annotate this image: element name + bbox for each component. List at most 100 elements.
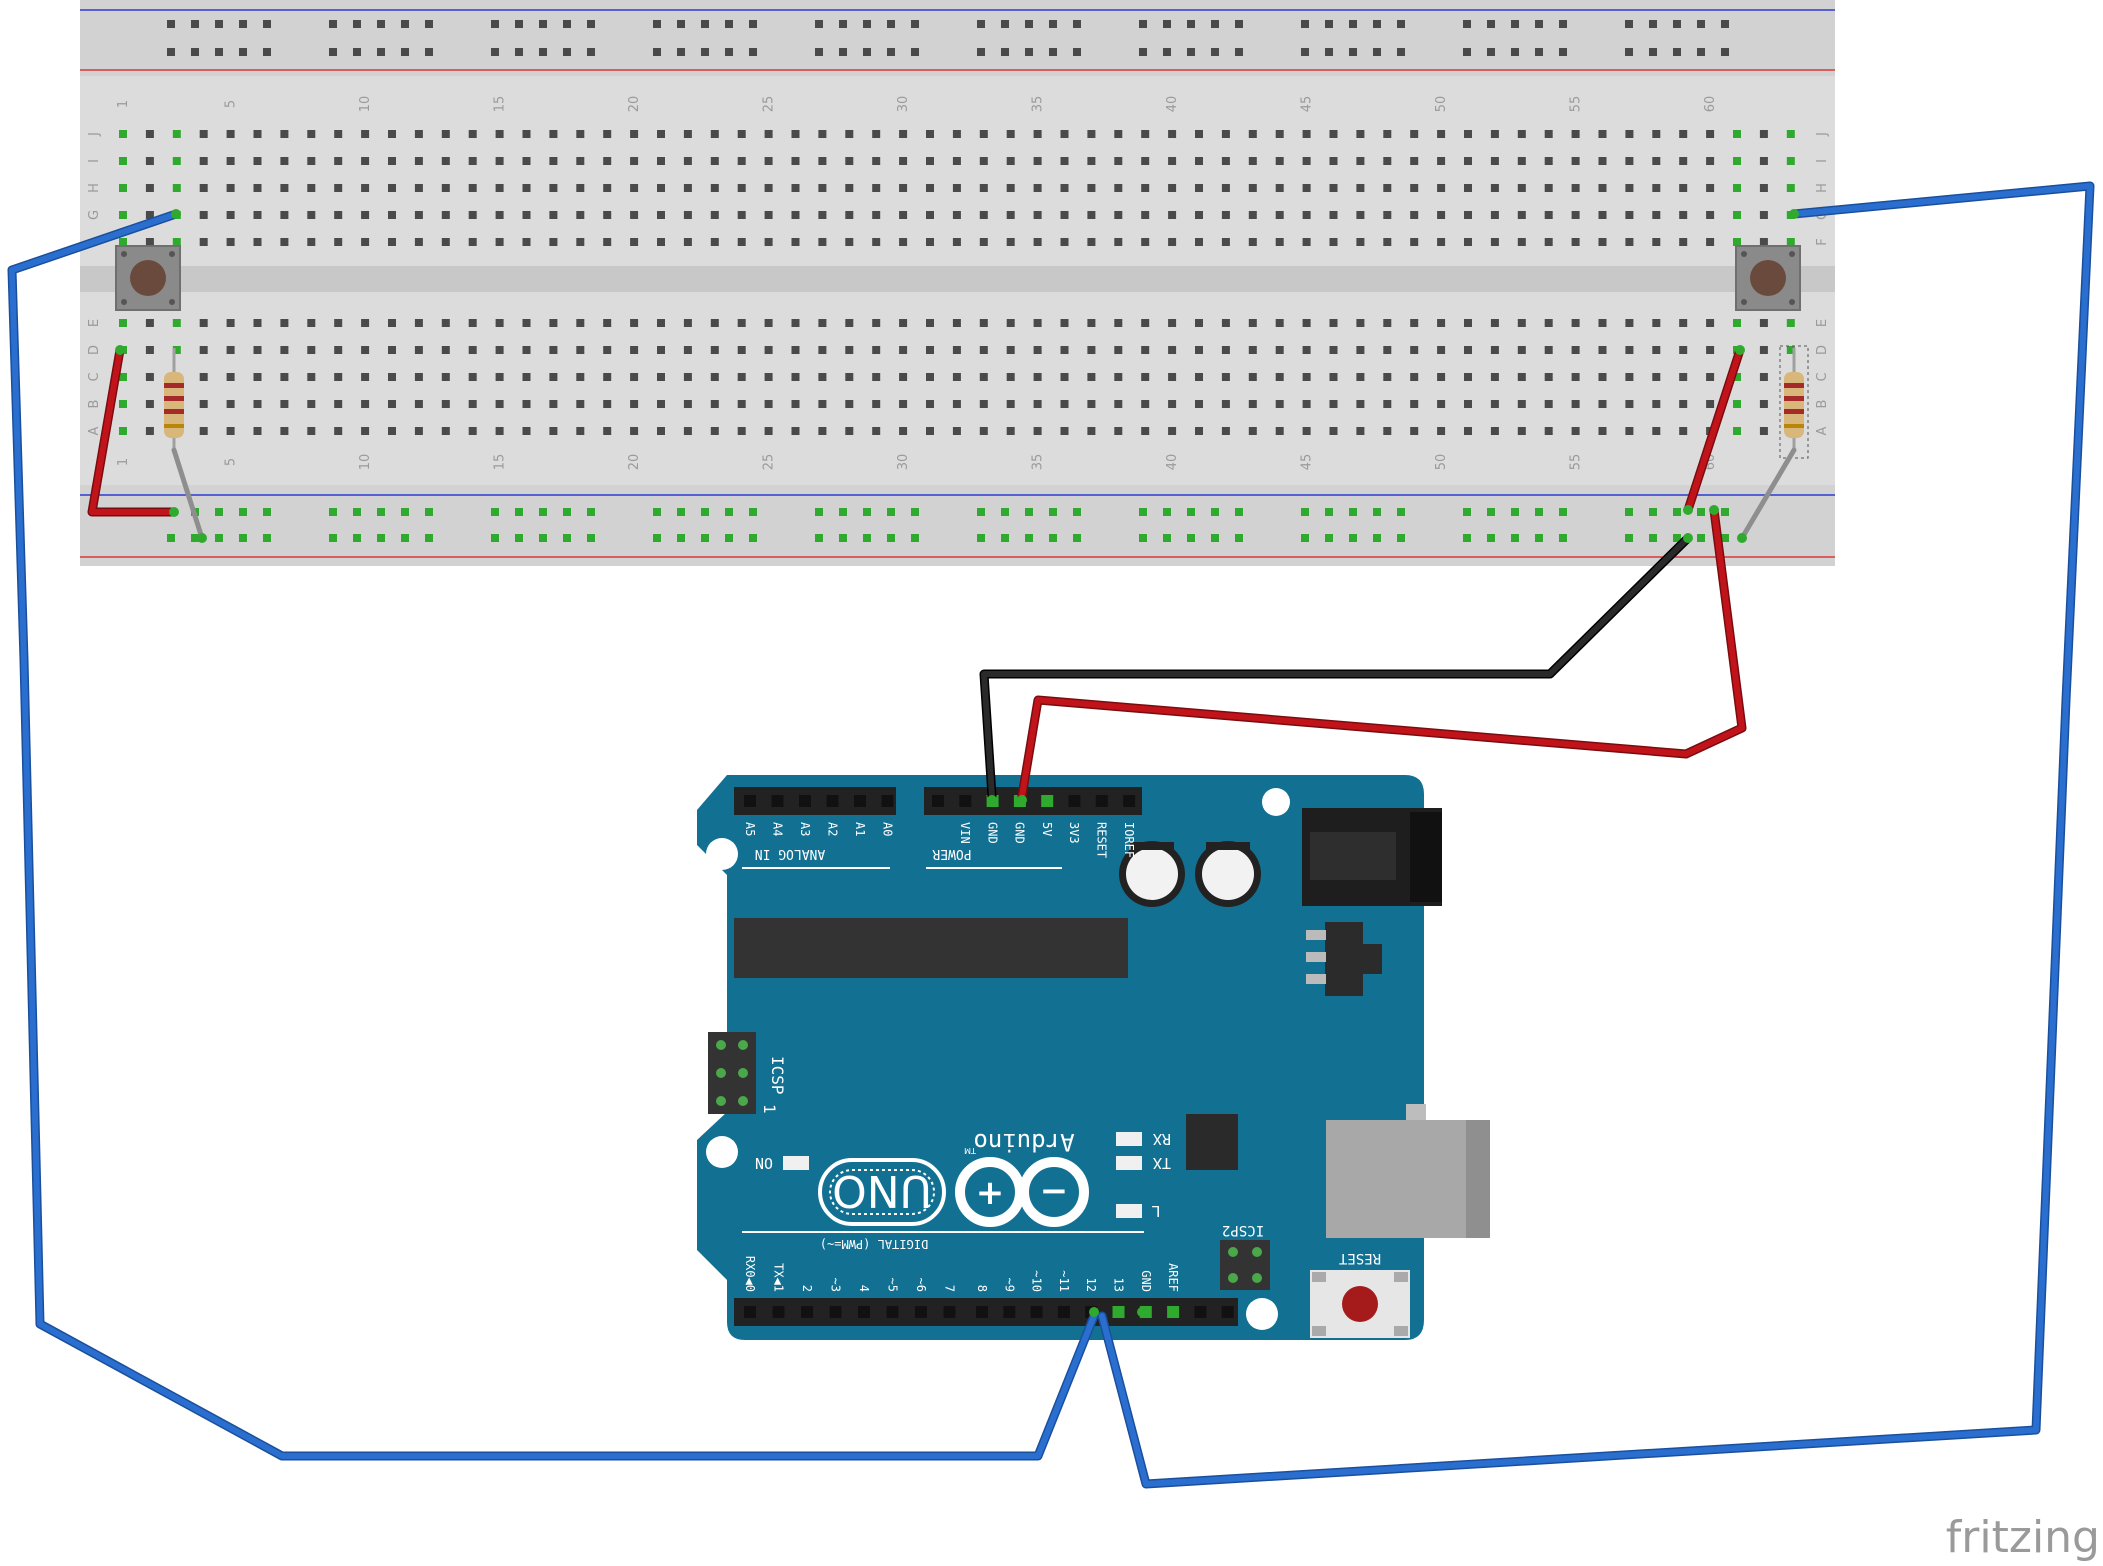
breadboard-hole[interactable] <box>172 346 181 354</box>
breadboard-hole[interactable] <box>1329 319 1338 327</box>
breadboard-hole[interactable] <box>1248 346 1257 354</box>
breadboard-hole[interactable] <box>1706 211 1715 219</box>
breadboard-hole[interactable] <box>1033 373 1042 381</box>
breadboard-hole[interactable] <box>1248 184 1257 192</box>
breadboard-hole[interactable] <box>1033 130 1042 138</box>
breadboard-hole[interactable] <box>1410 346 1419 354</box>
breadboard-hole[interactable] <box>899 346 908 354</box>
breadboard-hole[interactable] <box>199 400 208 408</box>
rail-hole[interactable] <box>1301 508 1309 516</box>
header-pin[interactable] <box>959 795 972 807</box>
breadboard-hole[interactable] <box>737 238 746 246</box>
rail-hole[interactable] <box>1559 534 1567 542</box>
rail-hole[interactable] <box>539 534 547 542</box>
breadboard-hole[interactable] <box>872 400 881 408</box>
breadboard-hole[interactable] <box>683 238 692 246</box>
breadboard-hole[interactable] <box>441 427 450 435</box>
breadboard-hole[interactable] <box>1141 130 1150 138</box>
breadboard-hole[interactable] <box>280 130 289 138</box>
breadboard-hole[interactable] <box>657 211 665 219</box>
rail-hole[interactable] <box>401 534 409 542</box>
breadboard-hole[interactable] <box>1033 400 1042 408</box>
breadboard-hole[interactable] <box>1759 427 1768 435</box>
rail-hole[interactable] <box>491 20 499 28</box>
rail-hole[interactable] <box>191 534 199 542</box>
breadboard-hole[interactable] <box>226 184 235 192</box>
breadboard-hole[interactable] <box>441 157 450 165</box>
breadboard-hole[interactable] <box>1168 400 1177 408</box>
breadboard-hole[interactable] <box>737 157 746 165</box>
rail-hole[interactable] <box>749 534 757 542</box>
breadboard-hole[interactable] <box>1598 184 1607 192</box>
breadboard-hole[interactable] <box>899 319 908 327</box>
breadboard-hole[interactable] <box>1221 427 1230 435</box>
breadboard-hole[interactable] <box>764 346 773 354</box>
rail-hole[interactable] <box>539 508 547 516</box>
breadboard-hole[interactable] <box>1571 319 1580 327</box>
breadboard-hole[interactable] <box>253 400 262 408</box>
header-pin[interactable] <box>1030 1306 1043 1318</box>
rail-hole[interactable] <box>815 20 823 28</box>
rail-hole[interactable] <box>1649 508 1657 516</box>
rail-hole[interactable] <box>1559 508 1567 516</box>
breadboard-hole[interactable] <box>872 319 881 327</box>
breadboard-hole[interactable] <box>1652 346 1661 354</box>
breadboard-hole[interactable] <box>603 184 612 192</box>
breadboard-hole[interactable] <box>1356 130 1365 138</box>
breadboard-hole[interactable] <box>872 184 881 192</box>
breadboard-hole[interactable] <box>603 238 612 246</box>
breadboard-hole[interactable] <box>1141 346 1150 354</box>
breadboard-hole[interactable] <box>1087 184 1096 192</box>
breadboard-hole[interactable] <box>872 130 881 138</box>
breadboard-hole[interactable] <box>1625 130 1634 138</box>
rail-hole[interactable] <box>539 20 547 28</box>
rail-hole[interactable] <box>977 48 985 56</box>
rail-hole[interactable] <box>1649 20 1657 28</box>
breadboard-hole[interactable] <box>979 184 988 192</box>
rail-hole[interactable] <box>911 508 919 516</box>
breadboard-hole[interactable] <box>1356 373 1365 381</box>
breadboard-hole[interactable] <box>1517 157 1526 165</box>
breadboard-hole[interactable] <box>1060 184 1069 192</box>
breadboard-hole[interactable] <box>1248 427 1257 435</box>
rail-hole[interactable] <box>587 20 595 28</box>
breadboard-hole[interactable] <box>1598 427 1607 435</box>
rail-hole[interactable] <box>353 508 361 516</box>
breadboard-hole[interactable] <box>683 373 692 381</box>
breadboard-hole[interactable] <box>764 211 773 219</box>
breadboard-hole[interactable] <box>1786 238 1795 246</box>
breadboard-hole[interactable] <box>1517 400 1526 408</box>
breadboard-hole[interactable] <box>1410 157 1419 165</box>
breadboard-hole[interactable] <box>145 400 154 408</box>
breadboard-hole[interactable] <box>1652 184 1661 192</box>
breadboard-hole[interactable] <box>119 130 127 138</box>
breadboard-hole[interactable] <box>1544 373 1553 381</box>
breadboard-hole[interactable] <box>522 400 531 408</box>
rail-hole[interactable] <box>401 508 409 516</box>
breadboard-hole[interactable] <box>872 157 881 165</box>
breadboard-hole[interactable] <box>952 184 961 192</box>
breadboard-hole[interactable] <box>979 427 988 435</box>
rail-hole[interactable] <box>1235 534 1243 542</box>
rail-hole[interactable] <box>1373 48 1381 56</box>
breadboard-hole[interactable] <box>1168 157 1177 165</box>
breadboard-hole[interactable] <box>1733 238 1741 246</box>
breadboard-hole[interactable] <box>952 211 961 219</box>
reset-button[interactable] <box>1310 1270 1410 1338</box>
rail-hole[interactable] <box>1211 48 1219 56</box>
header-pin[interactable] <box>1057 1306 1070 1318</box>
breadboard-hole[interactable] <box>253 157 262 165</box>
breadboard-hole[interactable] <box>549 400 558 408</box>
breadboard-hole[interactable] <box>710 373 719 381</box>
breadboard-hole[interactable] <box>280 184 289 192</box>
rail-hole[interactable] <box>863 20 871 28</box>
breadboard-hole[interactable] <box>495 184 504 192</box>
breadboard-hole[interactable] <box>710 211 719 219</box>
rail-hole[interactable] <box>839 508 847 516</box>
breadboard-hole[interactable] <box>657 373 665 381</box>
rail-hole[interactable] <box>1001 48 1009 56</box>
breadboard-hole[interactable] <box>926 427 934 435</box>
breadboard-hole[interactable] <box>872 211 881 219</box>
breadboard-hole[interactable] <box>710 130 719 138</box>
breadboard-hole[interactable] <box>495 346 504 354</box>
